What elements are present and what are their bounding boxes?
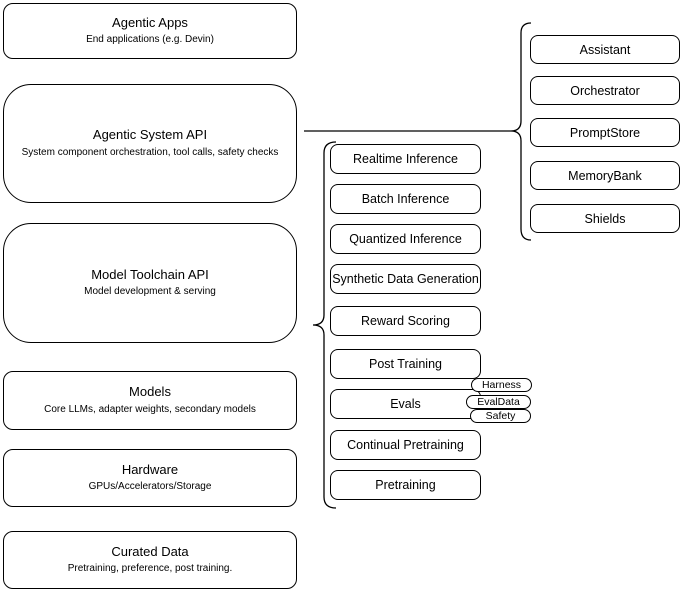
evals-tag-evaldata: EvalData <box>466 395 531 409</box>
node-synthetic-data-generation: Synthetic Data Generation <box>330 264 481 294</box>
node-orchestrator: Orchestrator <box>530 76 680 105</box>
node-subtitle: System component orchestration, tool cal… <box>21 146 279 158</box>
node-realtime-inference: Realtime Inference <box>330 144 481 174</box>
node-subtitle: End applications (e.g. Devin) <box>86 34 214 46</box>
node-subtitle: Model development & serving <box>84 286 216 298</box>
node-title: Hardware <box>121 461 179 477</box>
node-subtitle: Core LLMs, adapter weights, secondary mo… <box>44 403 256 415</box>
node-quantized-inference: Quantized Inference <box>330 224 481 254</box>
node-batch-inference: Batch Inference <box>330 184 481 214</box>
node-title: Models <box>129 384 171 400</box>
node-title: Curated Data <box>111 543 189 559</box>
node-evals: Evals <box>330 389 481 419</box>
node-model-toolchain-api: Model Toolchain API Model development & … <box>3 223 297 343</box>
node-title: Agentic System API <box>92 127 208 143</box>
node-pretraining: Pretraining <box>330 470 481 500</box>
node-subtitle: GPUs/Accelerators/Storage <box>88 481 212 493</box>
node-assistant: Assistant <box>530 35 680 64</box>
node-agentic-apps: Agentic Apps End applications (e.g. Devi… <box>3 3 297 59</box>
node-reward-scoring: Reward Scoring <box>330 306 481 336</box>
node-title: Model Toolchain API <box>91 266 209 282</box>
evals-tag-safety: Safety <box>470 409 531 423</box>
node-subtitle: Pretraining, preference, post training. <box>67 563 233 575</box>
node-models: Models Core LLMs, adapter weights, secon… <box>3 371 297 430</box>
node-shields: Shields <box>530 204 680 233</box>
node-memorybank: MemoryBank <box>530 161 680 190</box>
node-title: Agentic Apps <box>112 14 188 30</box>
node-continual-pretraining: Continual Pretraining <box>330 430 481 460</box>
evals-tag-harness: Harness <box>471 378 532 392</box>
node-hardware: Hardware GPUs/Accelerators/Storage <box>3 449 297 507</box>
node-curated-data: Curated Data Pretraining, preference, po… <box>3 531 297 589</box>
node-agentic-system-api: Agentic System API System component orch… <box>3 84 297 203</box>
node-promptstore: PromptStore <box>530 118 680 147</box>
system-components-brace <box>510 22 532 241</box>
node-post-training: Post Training <box>330 349 481 379</box>
